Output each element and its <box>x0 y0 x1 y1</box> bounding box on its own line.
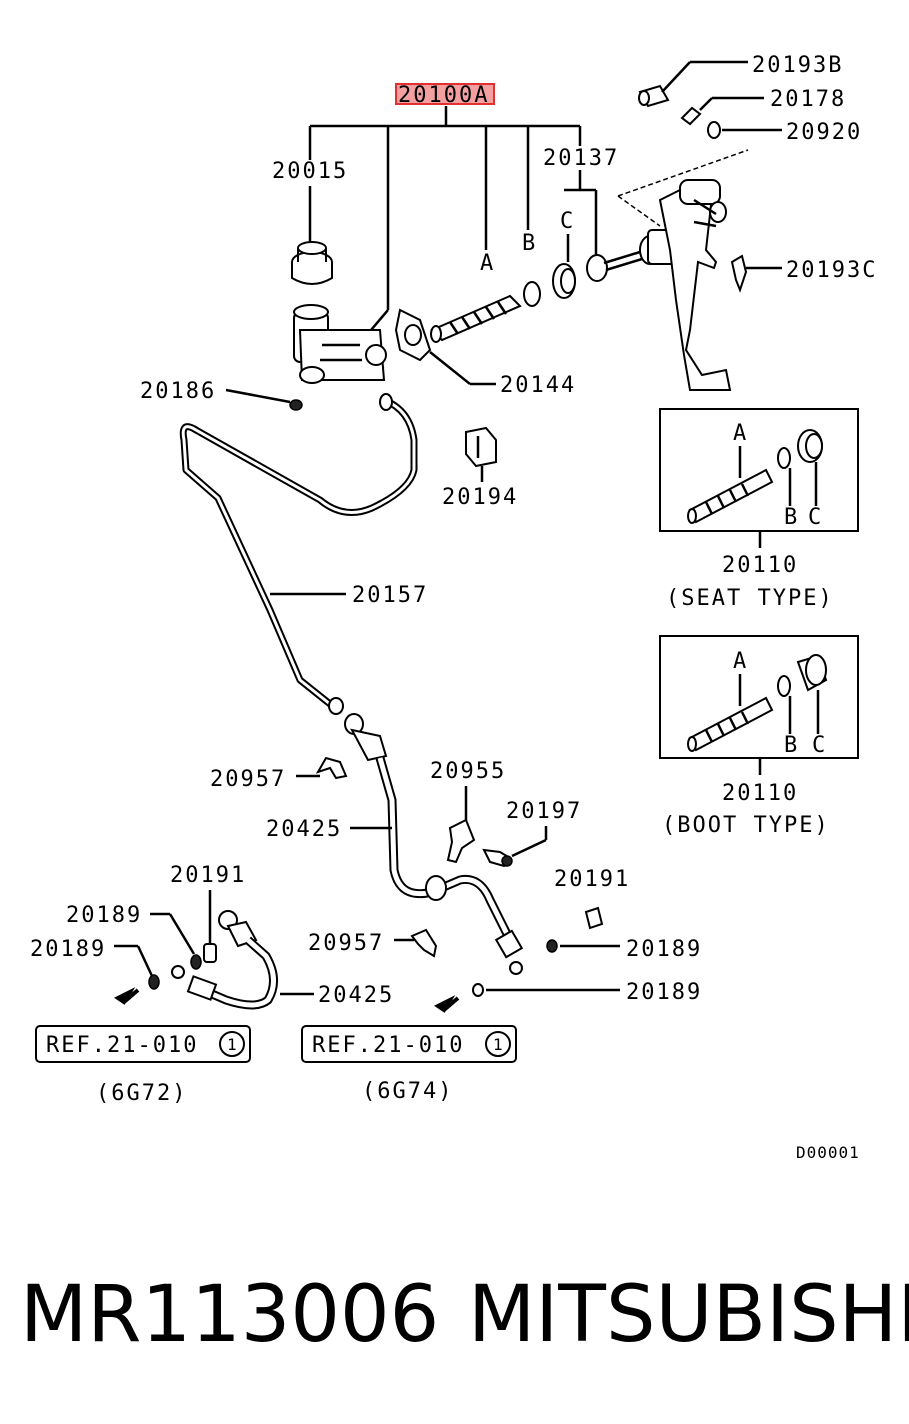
inset-seat-type: A B C <box>659 408 859 532</box>
ref-left-text: REF.21-010 <box>46 1033 198 1058</box>
footer: MR113006 MITSUBISHI <box>0 1250 909 1390</box>
arrow-left-icon <box>114 987 140 1005</box>
label-cap[interactable]: 20015 <box>272 159 348 184</box>
clutch-hose-lower-icon <box>171 910 278 1010</box>
label-clip-20957-upper[interactable]: 20957 <box>210 767 286 792</box>
gasket-20189-3-icon <box>546 939 558 953</box>
ring-20920-icon <box>707 121 721 139</box>
letter-b-main: B <box>522 231 537 256</box>
inset-seat-b: B <box>784 505 799 530</box>
label-hose-20425-lower[interactable]: 20425 <box>318 983 394 1008</box>
label-pin-20193b[interactable]: 20193B <box>752 53 843 78</box>
label-clip-20194[interactable]: 20194 <box>442 485 518 510</box>
ref-box-right[interactable] <box>301 1025 517 1063</box>
label-main-assembly[interactable]: 20100A <box>398 83 489 108</box>
gasket-20189-4-icon <box>472 983 484 997</box>
clutch-pedal-icon <box>658 178 732 391</box>
engine-right: (6G74) <box>362 1079 453 1104</box>
letter-c-main: C <box>560 209 575 234</box>
label-hose-20425-upper[interactable]: 20425 <box>266 817 342 842</box>
label-ring-20920[interactable]: 20920 <box>786 120 862 145</box>
label-pushrod-20137[interactable]: 20137 <box>543 146 619 171</box>
label-gasket-20189-3[interactable]: 20189 <box>626 937 702 962</box>
label-bracket-20955[interactable]: 20955 <box>430 759 506 784</box>
pin-20191-right-icon <box>584 906 604 930</box>
gasket-plate-icon <box>394 308 432 362</box>
inset-boot-type: A B C <box>659 635 859 759</box>
footer-brand: MITSUBISHI <box>468 1270 909 1360</box>
master-cylinder-icon <box>293 304 387 384</box>
footer-part-number: MR113006 <box>20 1270 440 1360</box>
inset-seat-type-label: (SEAT TYPE) <box>666 586 834 611</box>
arrow-right-icon <box>434 995 460 1013</box>
label-pin-20191-right[interactable]: 20191 <box>554 867 630 892</box>
label-clip-20193c[interactable]: 20193C <box>786 258 877 283</box>
ref-right-circle-num: 1 <box>493 1035 504 1054</box>
inset-seat-a: A <box>733 421 748 446</box>
label-gasket-20144[interactable]: 20144 <box>500 373 576 398</box>
bolt-20197-icon <box>482 848 513 868</box>
pedal-guide-lines <box>617 149 749 227</box>
clip-20178-icon <box>680 106 702 126</box>
clip-20957-upper-icon <box>315 756 348 780</box>
label-gasket-20189-2[interactable]: 20189 <box>30 937 106 962</box>
engine-left: (6G72) <box>96 1081 187 1106</box>
clip-20194-icon <box>465 426 497 468</box>
inset-boot-type-label: (BOOT TYPE) <box>662 813 830 838</box>
inset-boot-c: C <box>812 733 827 758</box>
clutch-pipe-icon <box>179 393 418 715</box>
pin-20193b-icon <box>638 84 670 108</box>
main-assembly-highlight <box>395 83 495 105</box>
ref-left-circle <box>219 1031 245 1057</box>
label-clip-20957-lower[interactable]: 20957 <box>308 931 384 956</box>
letter-a-main: A <box>480 251 495 276</box>
inset-boot-a: A <box>733 649 748 674</box>
inset-boot-part[interactable]: 20110 <box>722 781 798 806</box>
label-bolt-20197[interactable]: 20197 <box>506 799 582 824</box>
label-gasket-20189-4[interactable]: 20189 <box>626 980 702 1005</box>
clip-20957-lower-icon <box>410 928 438 958</box>
seat-c-icon <box>552 263 576 299</box>
reservoir-cap-icon <box>291 241 333 285</box>
gasket-20189-2-icon <box>148 974 160 990</box>
inset-seat-c: C <box>808 505 823 530</box>
clutch-hose-upper-icon <box>344 713 524 975</box>
clip-b-icon <box>523 281 541 307</box>
diagram-code: D00001 <box>796 1143 860 1162</box>
gasket-20189-1-icon <box>190 954 202 970</box>
inset-boot-b: B <box>784 733 799 758</box>
pushrod-boot-icon <box>430 294 522 343</box>
label-gasket-20189-1[interactable]: 20189 <box>66 903 142 928</box>
assembly-bracket <box>308 106 582 337</box>
clip-20193c-icon <box>730 254 748 293</box>
label-bleeder[interactable]: 20186 <box>140 379 216 404</box>
label-pin-20191-left[interactable]: 20191 <box>170 863 246 888</box>
bleeder-screw-icon <box>289 399 303 411</box>
ref-right-text: REF.21-010 <box>312 1033 464 1058</box>
label-pipe-20157[interactable]: 20157 <box>352 583 428 608</box>
label-clip-20178[interactable]: 20178 <box>770 87 846 112</box>
pin-20191-left-icon <box>203 943 217 963</box>
inset-seat-part[interactable]: 20110 <box>722 553 798 578</box>
ref-right-circle <box>485 1031 511 1057</box>
ref-box-left[interactable] <box>35 1025 251 1063</box>
bracket-20955-icon <box>446 818 476 864</box>
ref-left-circle-num: 1 <box>227 1035 238 1054</box>
